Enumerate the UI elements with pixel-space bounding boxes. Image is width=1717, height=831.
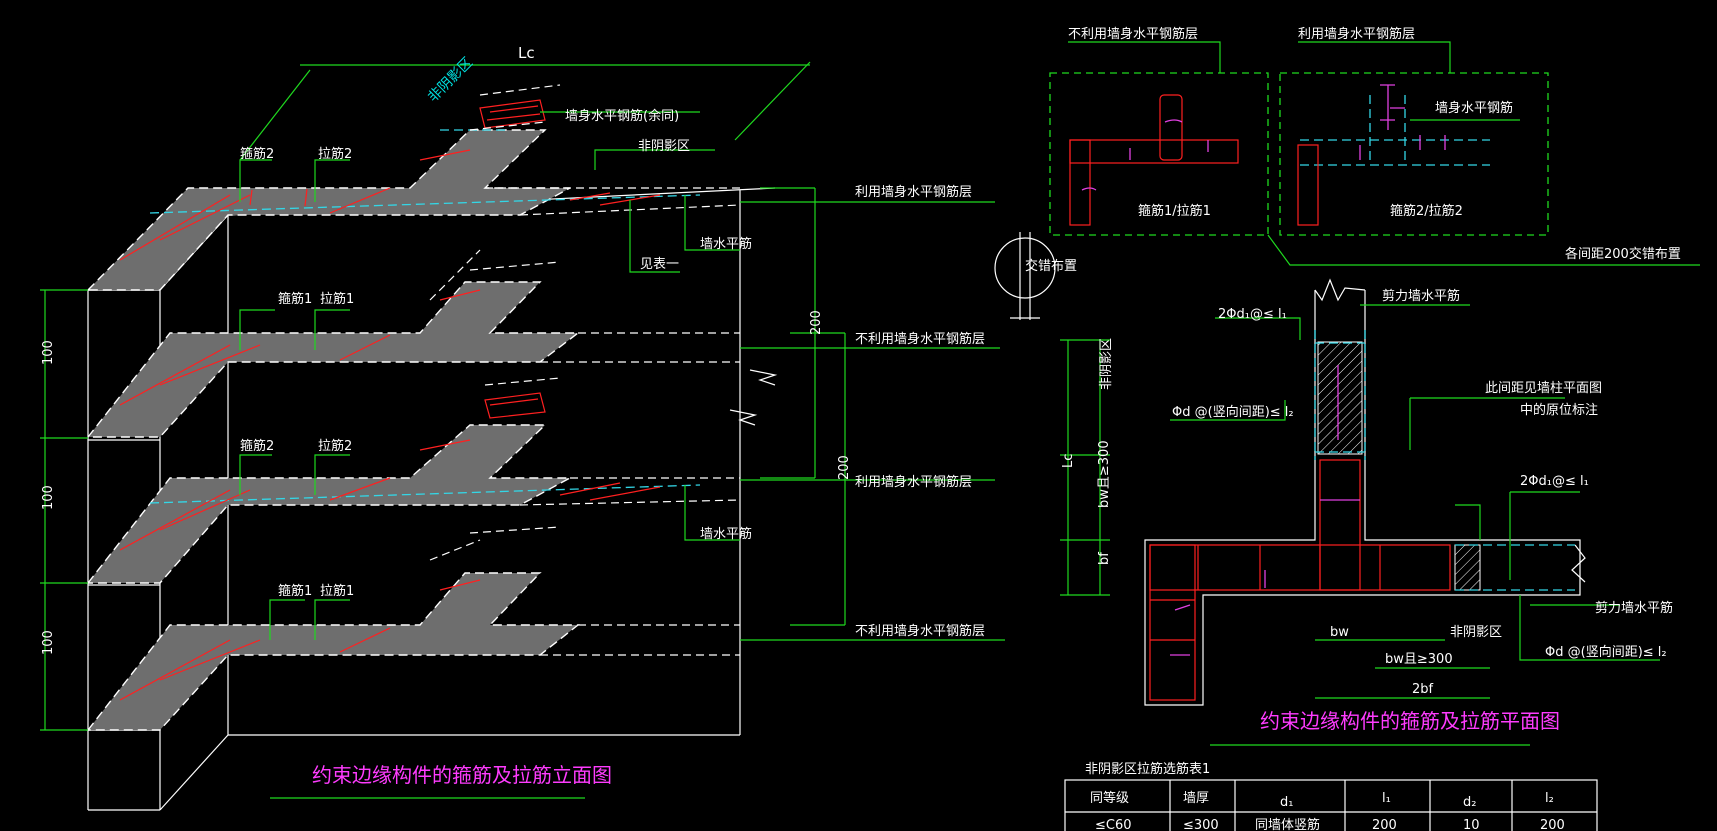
- label-see-plan-2: 中的原位标注: [1520, 402, 1598, 418]
- dim-shadow-zone: 非阴影区: [425, 55, 476, 106]
- label-see-plan-1: 此间距见墙柱平面图: [1485, 381, 1602, 396]
- dim-200-b: 200: [837, 455, 852, 480]
- dim-100-b: 100: [41, 485, 56, 510]
- plan-view: 2Φd₁@≤ l₁ 剪力墙水平筋 非阴影区 Φd @(竖向间距)≤ l₂ 此间距…: [1060, 278, 1673, 746]
- label-wall-h-2: 墙水平筋: [700, 526, 752, 542]
- table-cell-l2: 200: [1540, 818, 1565, 831]
- detail-caption-1: 箍筋1/拉筋1: [1138, 203, 1211, 219]
- label-nouse-1: 不利用墙身水平钢筋层: [855, 331, 985, 347]
- label-see-table: 见表一: [640, 257, 679, 272]
- label-bw: bw: [1330, 625, 1349, 640]
- slab-level-1: [86, 84, 741, 291]
- detail-box-2: [1279, 72, 1549, 236]
- table-cell-d2: 10: [1463, 818, 1480, 831]
- label-2phi-top: 2Φd₁@≤ l₁: [1218, 307, 1287, 322]
- stagger-marker: [994, 237, 1056, 299]
- label-non-shadow-v: 非阴影区: [1099, 338, 1114, 390]
- slab-level-2: [86, 249, 740, 438]
- table-header-d2: d₂: [1463, 795, 1476, 810]
- plan-outline: [1144, 290, 1581, 706]
- label-2bf: 2bf: [1412, 682, 1434, 697]
- slab-level-3: [86, 377, 741, 584]
- label-bw300-h: bw且≥300: [1385, 652, 1453, 667]
- label-bf-v: bf: [1097, 552, 1112, 565]
- detail-box-1: [1049, 72, 1269, 236]
- detail-label-use: 利用墙身水平钢筋层: [1298, 26, 1415, 42]
- detail-label-nouse: 不利用墙身水平钢筋层: [1068, 26, 1198, 42]
- detail-label-wall-h: 墙身水平钢筋: [1435, 100, 1513, 116]
- label-stagger: 交错布置: [1025, 258, 1077, 274]
- dim-lc: Lc: [518, 44, 535, 62]
- label-lc: Lc: [1061, 454, 1076, 468]
- label-wall-h-same: 墙身水平钢筋(余同): [565, 108, 679, 124]
- table-header-thickness: 墙厚: [1183, 791, 1209, 806]
- label-tie2-a: 拉筋2: [318, 146, 352, 162]
- label-bw300-v: bw且≥300: [1097, 440, 1112, 508]
- label-stirrup1-a: 箍筋1: [278, 291, 312, 307]
- elevation-title: 约束边缘构件的箍筋及拉筋立面图: [312, 763, 612, 787]
- table-cell-grade: ≤C60: [1095, 818, 1132, 831]
- table-header-d1: d₁: [1280, 795, 1293, 810]
- table-header-grade: 同等级: [1090, 790, 1129, 806]
- table-header-l2: l₂: [1545, 791, 1554, 806]
- dim-100-a: 100: [41, 340, 56, 365]
- table-title: 非阴影区拉筋选筋表1: [1085, 761, 1210, 777]
- dim-200-a: 200: [809, 310, 824, 335]
- slab-level-4: [86, 526, 740, 731]
- label-phi-h: Φd @(竖向间距)≤ l₂: [1545, 644, 1667, 660]
- label-stirrup1-b: 箍筋1: [278, 583, 312, 599]
- label-phi-v: Φd @(竖向间距)≤ l₂: [1172, 404, 1294, 420]
- table-cell-thickness: ≤300: [1183, 818, 1219, 831]
- label-stirrup2-b: 箍筋2: [240, 438, 274, 454]
- label-wall-h-1: 墙水平筋: [700, 236, 752, 252]
- label-shear-right: 剪力墙水平筋: [1595, 600, 1673, 616]
- detail-caption-2: 箍筋2/拉筋2: [1390, 203, 1463, 219]
- rebar-table: 非阴影区拉筋选筋表1 同等级 墙厚 d₁ l₁ d₂ l₂ ≤C60 ≤300 …: [1064, 761, 1598, 831]
- detail-view: 不利用墙身水平钢筋层 利用墙身水平钢筋层 墙身水平钢筋 箍筋1/拉筋1 箍筋2/…: [994, 26, 1700, 320]
- table-header-l1: l₁: [1382, 791, 1391, 806]
- elevation-view: Lc 非阴影区 墙身水平钢筋(余同) 非阴影区 箍筋2 拉筋2 利用墙身水平钢筋…: [40, 44, 1005, 811]
- dim-100-c: 100: [41, 630, 56, 655]
- label-tie2-b: 拉筋2: [318, 438, 352, 454]
- label-shear-top: 剪力墙水平筋: [1382, 288, 1460, 304]
- table-cell-l1: 200: [1372, 818, 1397, 831]
- label-tie1-b: 拉筋1: [320, 583, 354, 599]
- label-use-1: 利用墙身水平钢筋层: [855, 184, 972, 200]
- label-non-shadow-h: 非阴影区: [1450, 625, 1502, 640]
- label-use-2: 利用墙身水平钢筋层: [855, 474, 972, 490]
- table-cell-d1: 同墙体竖筋: [1255, 817, 1320, 831]
- label-tie1-a: 拉筋1: [320, 291, 354, 307]
- label-nouse-2: 不利用墙身水平钢筋层: [855, 623, 985, 639]
- label-non-shadow: 非阴影区: [638, 139, 690, 154]
- plan-title: 约束边缘构件的箍筋及拉筋平面图: [1260, 709, 1560, 733]
- detail-label-spacing: 各间距200交错布置: [1565, 246, 1681, 262]
- label-2phi-right: 2Φd₁@≤ l₁: [1520, 474, 1589, 489]
- label-stirrup2-a: 箍筋2: [240, 146, 274, 162]
